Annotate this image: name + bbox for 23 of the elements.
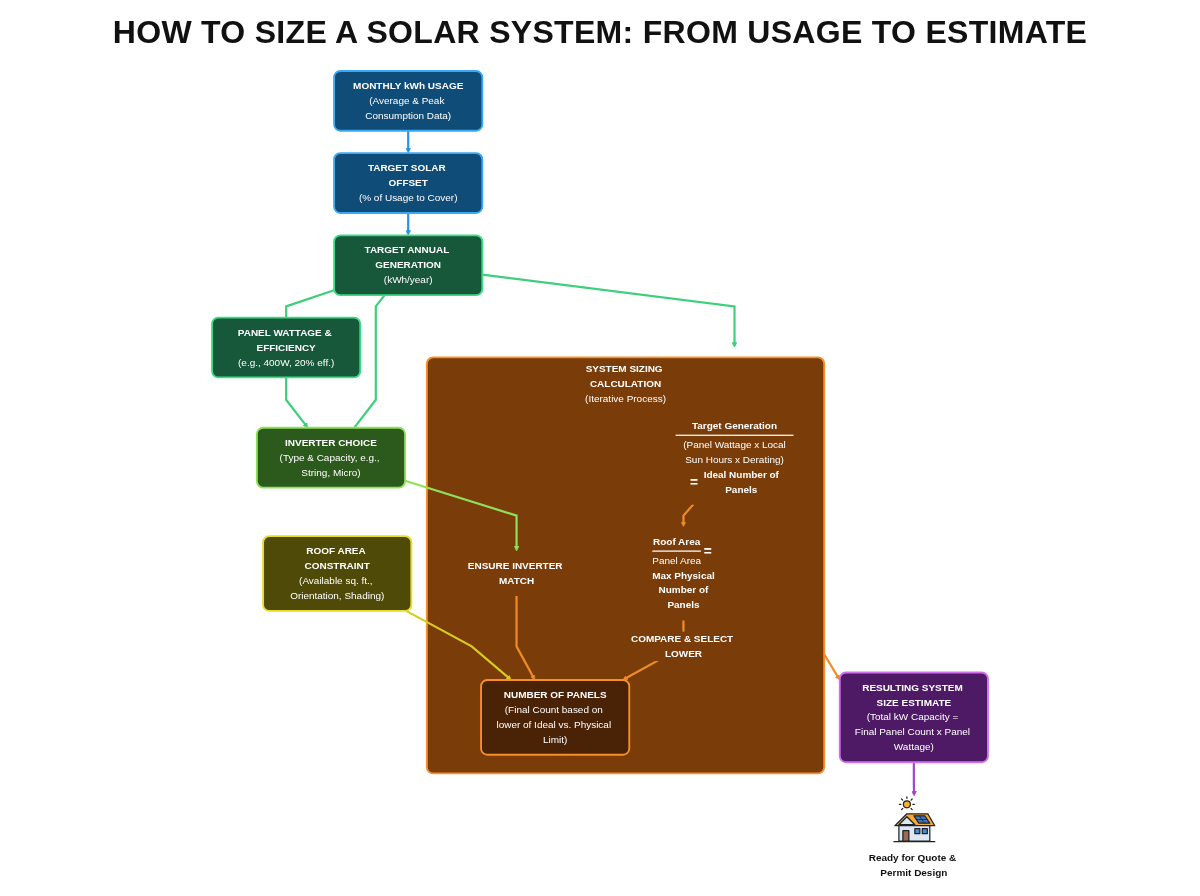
node-box: RESULTING SYSTEM SIZE ESTIMATE (Total kW Capacity = Final Panel Count x Panel Wattage) <box>838 671 989 764</box>
arrow <box>285 377 309 429</box>
connector <box>353 294 386 429</box>
connector <box>285 289 335 318</box>
node-box: TARGET ANNUAL GENERATION (kWh/year) <box>333 234 484 297</box>
edge-label: COMPARE & SELECT LOWER <box>630 633 734 659</box>
node-box: ROOF AREA CONSTRAINT (Available sq. ft., Orientation, Shading) <box>262 535 413 612</box>
node-box: MONTHLY kWh USAGE (Average & Peak Consumption Data) <box>333 70 484 132</box>
node-box: TARGET SOLAR OFFSET (% of Usage to Cover) <box>333 152 484 214</box>
arrow <box>405 130 411 154</box>
arrow <box>405 609 512 681</box>
diagram-title: HOW TO SIZE A SOLAR SYSTEM: FROM USAGE TO ESTIMATE <box>112 14 1088 51</box>
arrow <box>482 273 738 348</box>
node-box: PANEL WATTAGE & EFFICIENCY (e.g., 400W, 20% eff.) <box>211 316 362 379</box>
node-box: INVERTER CHOICE (Type & Capacity, e.g., String, Micro) <box>255 426 407 489</box>
node-text: ENSURE INVERTER MATCH <box>467 560 563 586</box>
arrow <box>823 653 840 681</box>
arrow <box>515 595 536 681</box>
arrow <box>680 503 695 528</box>
picture-caption: Ready for Quote & Permit Design <box>868 852 957 879</box>
arrow <box>911 762 917 797</box>
arrow <box>405 212 411 236</box>
node-box: NUMBER OF PANELS (Final Count based on lower of Ideal vs. Physical Limit) <box>480 679 631 756</box>
